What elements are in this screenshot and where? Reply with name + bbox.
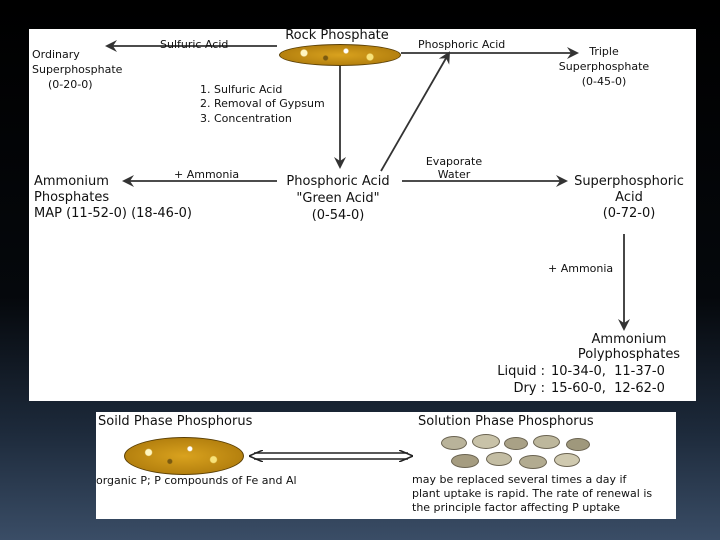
triple-super-grade: (0-45-0)	[581, 75, 627, 88]
triple-super-name: Triple	[589, 45, 619, 58]
ammonium-phosphates-name-2: Phosphates	[34, 190, 110, 205]
sulfuric-acid-label: Sulfuric Acid	[160, 38, 229, 51]
solution-pebble	[441, 436, 467, 450]
evaporate-label: Evaporate	[425, 155, 483, 168]
solution-pebble	[566, 438, 590, 451]
solution-description-2: plant uptake is rapid. The rate of renew…	[412, 487, 653, 500]
ammonium-poly-name: Ammonium	[591, 332, 667, 347]
phosphoric-acid-grade: (0-54-0)	[311, 208, 365, 223]
solution-pebble	[504, 437, 528, 450]
solution-pebble	[472, 434, 500, 449]
phase-equilibrium-diagram: Soild Phase Phosphorus organic P; P comp…	[96, 412, 676, 519]
ordinary-super-name-2: Superphosphate	[32, 63, 123, 76]
plus-ammonia-left-label: + Ammonia	[174, 168, 240, 181]
solution-phase-title: Solution Phase Phosphorus	[418, 414, 594, 429]
polyphosphates-name: Polyphosphates	[577, 347, 681, 362]
dry-grades: 15-60-0, 12-62-0	[551, 381, 665, 396]
liquid-grades: 10-34-0, 11-37-0	[551, 364, 665, 379]
process-step-1: 1. Sulfuric Acid	[200, 83, 283, 96]
liquid-label: Liquid :	[497, 364, 545, 379]
green-acid-label: "Green Acid"	[296, 191, 380, 206]
arrow-phosphoric-acid-to-triple	[380, 51, 450, 172]
equilibrium-arrow	[96, 412, 676, 519]
solid-phase-image	[124, 437, 244, 475]
phosphoric-acid-arrow-label: Phosphoric Acid	[418, 38, 506, 51]
solution-pebble	[554, 453, 580, 467]
flow-arrows	[105, 40, 630, 331]
solution-pebble	[533, 435, 560, 449]
ammonium-phosphates-name: Ammonium	[34, 174, 109, 189]
ordinary-super-name: Ordinary	[32, 48, 80, 61]
plus-ammonia-down-label: + Ammonia	[548, 262, 614, 275]
rock-phosphate-label: Rock Phosphate	[285, 29, 389, 43]
solution-pebble	[486, 452, 512, 466]
dry-label: Dry :	[513, 381, 545, 396]
process-step-3: 3. Concentration	[200, 112, 292, 125]
ordinary-super-grade: (0-20-0)	[48, 78, 93, 91]
solution-pebble	[519, 455, 547, 469]
superphosphoric-name: Superphosphoric	[574, 174, 684, 189]
process-step-2: 2. Removal of Gypsum	[200, 97, 325, 110]
solution-pebble	[451, 454, 479, 468]
solution-description-3: the principle factor affecting P uptake	[412, 501, 621, 514]
triple-super-name-2: Superphosphate	[558, 60, 650, 73]
superphosphoric-name-2: Acid	[615, 190, 643, 205]
water-label: Water	[437, 168, 471, 181]
solid-phase-description: organic P; P compounds of Fe and Al	[96, 474, 297, 487]
superphosphoric-grade: (0-72-0)	[602, 206, 656, 221]
solution-description-1: may be replaced several times a day if	[412, 473, 627, 486]
solid-phase-title: Soild Phase Phosphorus	[98, 414, 253, 429]
phosphate-flow-diagram: Rock Phosphate Sulfuric Acid Phosphoric …	[29, 29, 696, 401]
rock-phosphate-image	[279, 44, 401, 66]
map-grades: MAP (11-52-0) (18-46-0)	[34, 206, 192, 221]
phosphoric-acid-name: Phosphoric Acid	[286, 174, 390, 189]
